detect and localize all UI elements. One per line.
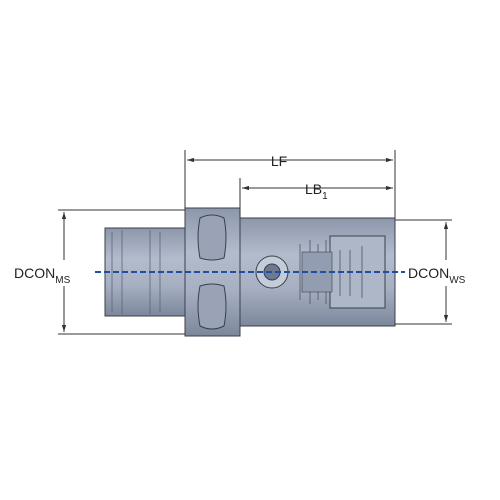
- dimension-dcon-ws: [395, 219, 452, 325]
- flange-groove-bottom: [197, 283, 227, 330]
- flange-groove-top: [197, 214, 227, 261]
- dimension-lb1: [239, 178, 393, 218]
- label-lf: LF: [271, 153, 287, 169]
- dimension-dcon-ms: [58, 209, 185, 335]
- label-dcon-ws: DCONWS: [408, 265, 466, 286]
- label-lb1: LB1: [305, 181, 328, 202]
- label-dcon-ms: DCONMS: [14, 265, 71, 286]
- dimension-lf: [184, 150, 396, 218]
